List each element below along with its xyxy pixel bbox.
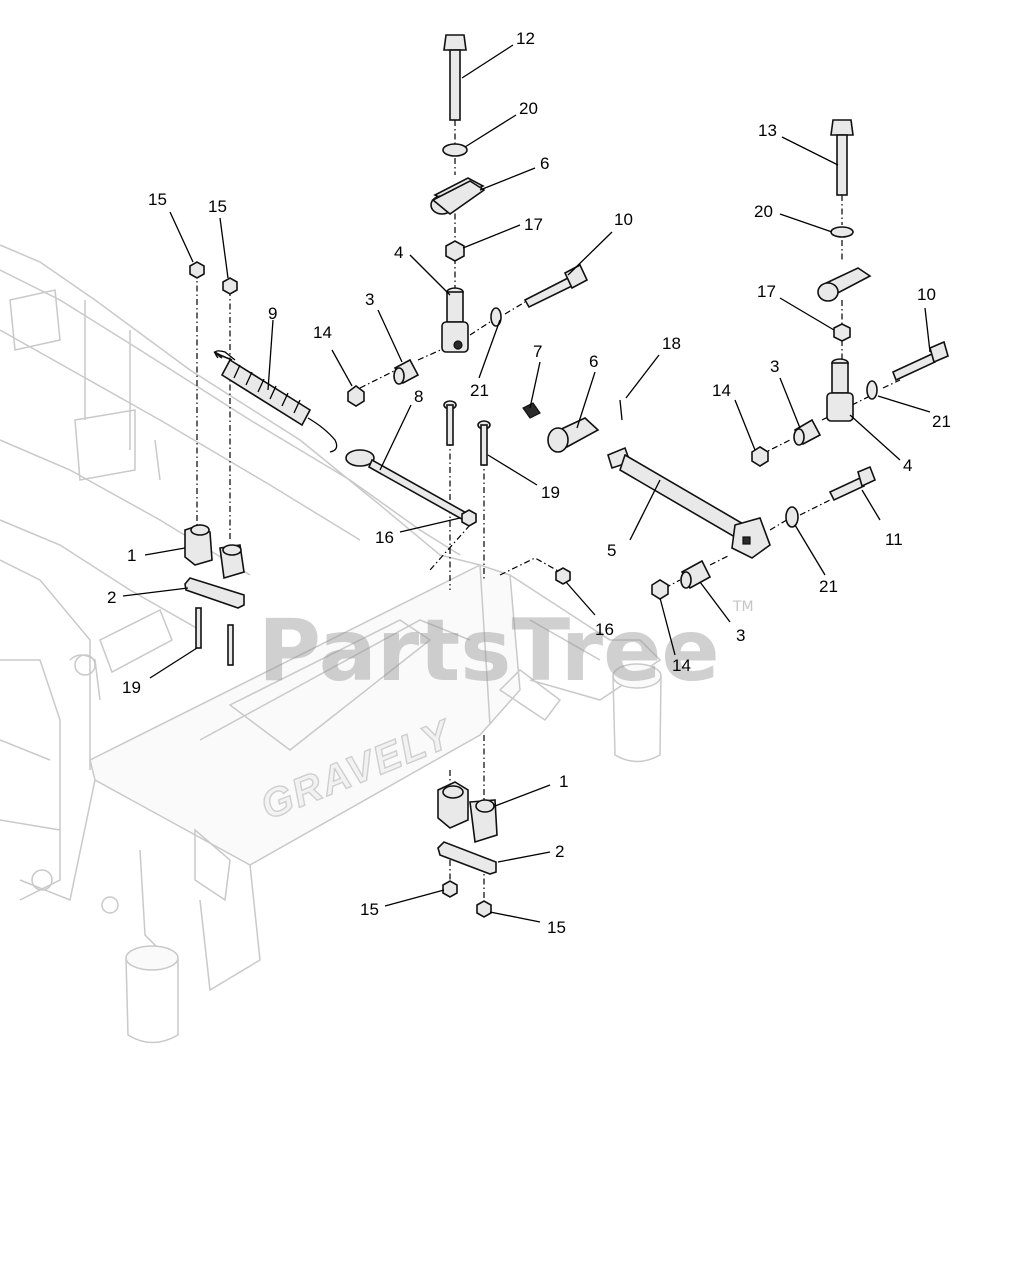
pivot-4b-icon — [826, 358, 854, 422]
callout-label: 19 — [541, 483, 560, 502]
washer-21-icon — [490, 307, 502, 327]
pin-19c-icon — [227, 624, 234, 666]
callout-label: 4 — [394, 243, 403, 262]
callout-label: 9 — [268, 304, 277, 323]
callout-label: 3 — [365, 290, 374, 309]
callout-label: 15 — [208, 197, 227, 216]
callout-label: 13 — [758, 121, 777, 140]
callout-label: 21 — [819, 577, 838, 596]
nut-17-icon — [445, 240, 465, 262]
pin-18-icon — [619, 399, 623, 421]
nut-15-icon — [189, 261, 205, 279]
callout-label: 20 — [519, 99, 538, 118]
watermark: PartsTree — [258, 601, 720, 701]
spacer-3c-icon — [680, 559, 712, 590]
callout-label: 10 — [614, 210, 633, 229]
nut-16b-icon — [555, 567, 571, 585]
callout-label: 8 — [414, 387, 423, 406]
callout-label: 1 — [127, 546, 136, 565]
callout-label: 2 — [555, 842, 564, 861]
callout-label: 15 — [547, 918, 566, 937]
locknut-14b-icon — [751, 446, 769, 467]
bushing-6b-icon — [547, 417, 600, 453]
nut-17b-icon — [833, 323, 851, 342]
washer-20-icon — [442, 143, 468, 157]
nut-16-icon — [461, 509, 477, 527]
nut-15d-icon — [476, 900, 492, 918]
nut-15-icon — [222, 277, 238, 295]
callout-label: 15 — [360, 900, 379, 919]
callout-label: 12 — [516, 29, 535, 48]
callout-label: 20 — [754, 202, 773, 221]
callout-label: 11 — [885, 530, 903, 549]
plate-2-icon — [184, 577, 245, 609]
bolt-13-icon — [830, 119, 854, 196]
callout-label: 7 — [533, 342, 542, 361]
locknut-14-icon — [347, 385, 365, 407]
bolt-11-icon — [828, 465, 877, 502]
callout-label: 3 — [770, 357, 779, 376]
callout-label: 1 — [559, 772, 568, 791]
pin-19-icon — [443, 400, 491, 466]
bolt-10b-icon — [891, 340, 949, 382]
callout-label: 6 — [589, 352, 598, 371]
clip-7-icon — [522, 402, 541, 419]
pivot-4-icon — [441, 287, 469, 353]
washer-20b-icon — [830, 226, 854, 238]
callout-label: 17 — [524, 215, 543, 234]
bushing-6c-icon — [817, 267, 872, 302]
spring-9-icon — [213, 350, 338, 453]
callout-label: 21 — [470, 381, 489, 400]
callout-label: 14 — [712, 381, 731, 400]
parts — [184, 34, 949, 918]
watermark-trademark: TM — [732, 599, 754, 615]
spacer-3-icon — [393, 358, 420, 385]
locknut-14c-icon — [651, 579, 669, 600]
callout-label: 3 — [736, 626, 745, 645]
bolt-12-icon — [443, 34, 467, 121]
eyebolt-8-icon — [345, 449, 472, 524]
spacer-3b-icon — [793, 418, 822, 446]
bushing-6-icon — [430, 177, 486, 216]
callout-label: 10 — [917, 285, 936, 304]
callout-label: 2 — [107, 588, 116, 607]
callout-labels: 12 20 6 17 10 4 3 14 21 15 15 9 8 7 6 18… — [107, 29, 951, 937]
callout-label: 15 — [148, 190, 167, 209]
block-1-icon — [184, 524, 245, 580]
callout-label: 17 — [757, 282, 776, 301]
pin-19b-icon — [195, 607, 202, 649]
arm-5-icon — [607, 446, 771, 559]
leader-lines — [122, 44, 931, 923]
bolt-10-icon — [523, 263, 589, 309]
callout-label: 5 — [607, 541, 616, 560]
callout-label: 18 — [662, 334, 681, 353]
assembly-axes — [196, 120, 901, 905]
callout-label: 16 — [375, 528, 394, 547]
washer-21c-icon — [785, 506, 799, 528]
callout-label: 21 — [932, 412, 951, 431]
mower-frame — [0, 244, 662, 1044]
callout-label: 6 — [540, 154, 549, 173]
washer-21b-icon — [866, 380, 878, 400]
block-1b-icon — [437, 781, 498, 844]
callout-label: 16 — [595, 620, 614, 639]
callout-label: 14 — [313, 323, 332, 342]
nut-15c-icon — [442, 880, 458, 898]
callout-label: 19 — [122, 678, 141, 697]
plate-2b-icon — [437, 841, 497, 875]
callout-label: 4 — [903, 456, 912, 475]
callout-label: 14 — [672, 656, 691, 675]
